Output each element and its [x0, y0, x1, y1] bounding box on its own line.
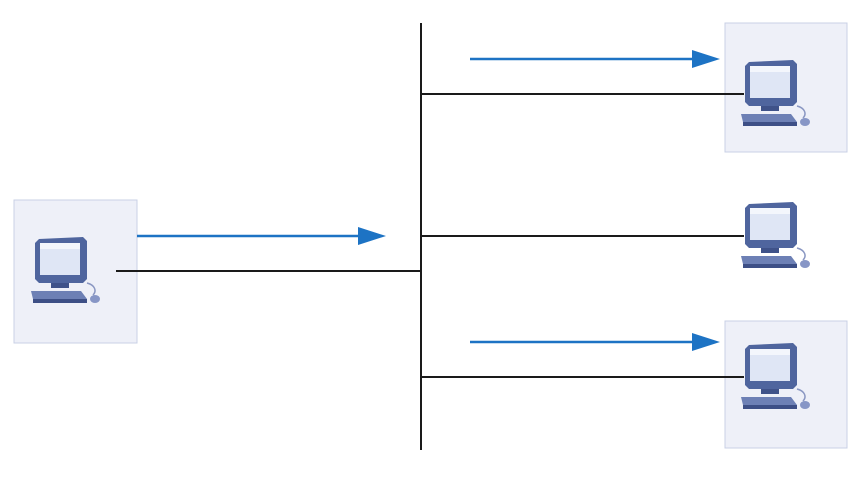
sender-flow-arrow — [137, 227, 386, 245]
receiver-top-flow-arrow — [470, 50, 720, 68]
receiver-middle-computer-icon[interactable] — [740, 201, 811, 269]
receiver-bottom-flow-arrow — [470, 333, 720, 351]
